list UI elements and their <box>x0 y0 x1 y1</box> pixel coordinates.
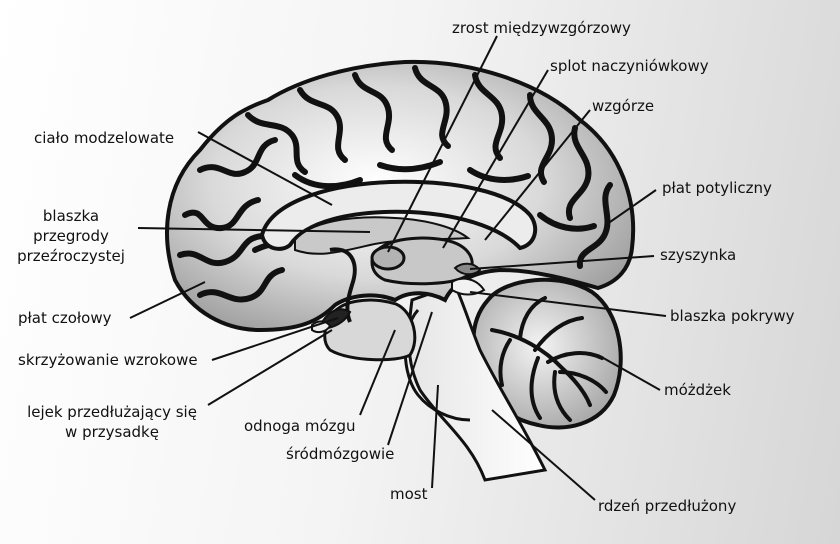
leader-blaszka-pokrywy <box>469 291 667 317</box>
tectal-plate-shape <box>451 277 486 296</box>
label-zrost-miedzywzgorzowy: zrost międzywzgórzowy <box>452 19 631 37</box>
leader-splot <box>442 69 549 249</box>
pineal-shape <box>453 262 482 276</box>
leader-lines <box>129 35 667 501</box>
leader-mozdzek <box>597 354 661 391</box>
label-blaszka-przegrody: blaszka przegrody przeźroczystej <box>17 207 125 265</box>
label-szyszynka: szyszynka <box>660 246 737 264</box>
leader-srodmozgowie <box>387 311 433 446</box>
label-lejek: lejek przedłużający się w przysadkę <box>27 403 197 441</box>
leader-cialo <box>197 131 333 206</box>
leader-zrost <box>387 35 498 253</box>
leader-blaszka-przegrody <box>137 227 371 233</box>
leader-most <box>431 384 439 489</box>
label-mozdzek: móżdżek <box>664 381 731 399</box>
label-blaszka-pokrywy: blaszka pokrywy <box>670 307 795 325</box>
infundibulum-shape <box>311 320 332 334</box>
interthalamic-adhesion-shape <box>370 245 406 271</box>
label-odnoga-mozgu: odnoga mózgu <box>244 417 356 435</box>
label-plat-czolowy: płat czołowy <box>18 309 112 327</box>
label-plat-potyliczny: płat potyliczny <box>662 179 772 197</box>
label-srodmozgowie: śródmózgowie <box>286 445 395 463</box>
leader-rdzen <box>491 409 596 501</box>
leader-plat-potyliczny <box>609 189 657 223</box>
leader-skrzyzowanie <box>211 317 339 361</box>
label-most: most <box>390 485 428 503</box>
label-cialo-modzelowate: ciało modzelowate <box>34 129 175 147</box>
label-splot-naczyniowkowy: splot naczyniówkowy <box>550 57 709 75</box>
label-skrzyzowanie-wzrokowe: skrzyżowanie wzrokowe <box>18 351 198 369</box>
label-rdzen-przedluzony: rdzeń przedłużony <box>598 497 737 515</box>
label-wzgorze: wzgórze <box>592 97 655 115</box>
leader-szyszynka <box>469 255 655 270</box>
leader-odnoga <box>359 329 396 416</box>
leader-lejek <box>207 329 333 406</box>
leader-plat-czolowy <box>129 281 206 319</box>
leader-wzgorze <box>484 109 591 241</box>
